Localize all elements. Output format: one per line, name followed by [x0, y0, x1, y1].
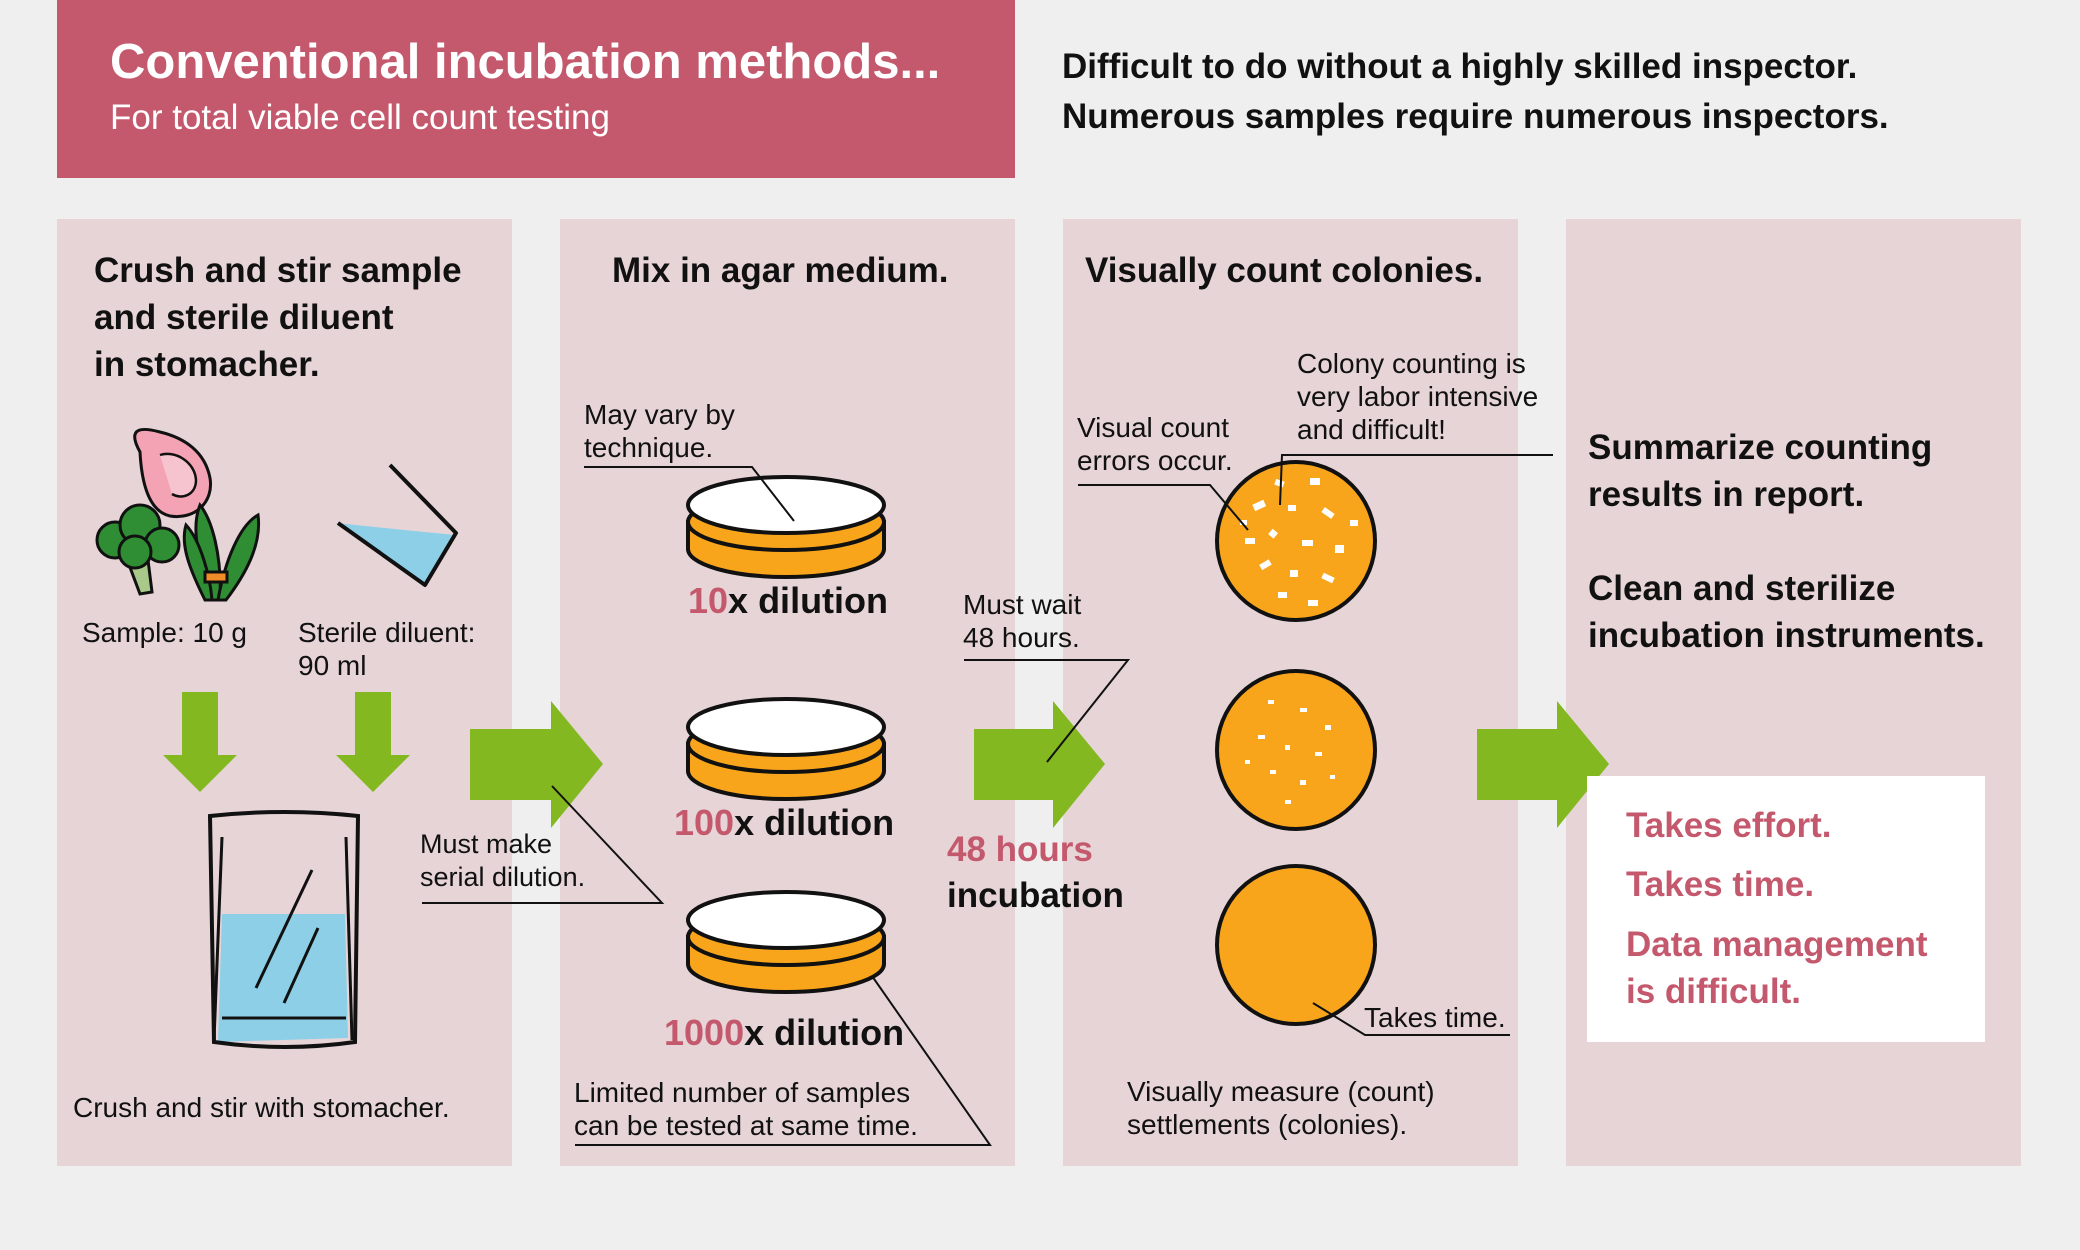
dilution-label-10x: 10x dilution	[688, 580, 888, 622]
step3-caption-line-2: settlements (colonies).	[1127, 1109, 1408, 1140]
dilution-label-1000x: 1000x dilution	[664, 1012, 904, 1054]
panel-step-2	[560, 219, 1015, 1166]
step3-title: Visually count colonies.	[1085, 251, 1484, 290]
result-time: Takes time.	[1626, 865, 1815, 904]
incubation-hours: 48 hours	[947, 830, 1093, 869]
dilution-suffix-1000x: x dilution	[744, 1012, 905, 1053]
step3-caption: Visually measure (count) settlements (co…	[1127, 1075, 1435, 1141]
diluent-label-line-1: Sterile diluent:	[298, 617, 476, 648]
wait-note: Must wait 48 hours.	[963, 588, 1081, 654]
leader-lines	[422, 454, 1553, 1146]
colony-plate-empty	[1215, 864, 1377, 1026]
incubation-label: incubation	[947, 876, 1124, 915]
clean-line-2: incubation instruments.	[1588, 616, 1985, 655]
labor-note-line-1: Colony counting is	[1297, 348, 1526, 379]
labor-note-line-2: very labor intensive	[1297, 381, 1539, 412]
petri-dish-10x	[686, 475, 886, 579]
dilution-suffix-100x: x dilution	[734, 802, 895, 843]
summary-text: Summarize counting results in report.	[1588, 424, 1932, 518]
step1-title-line-3: in stomacher.	[94, 345, 320, 384]
step3-caption-line-1: Visually measure (count)	[1127, 1076, 1435, 1107]
diluent-label: Sterile diluent: 90 ml	[298, 616, 475, 682]
technique-note: May vary by technique.	[584, 398, 735, 464]
serial-dilution-note: Must make serial dilution.	[420, 828, 585, 894]
page-title: Conventional incubation methods...	[110, 35, 941, 89]
arrow-down-diluent	[336, 692, 410, 792]
header-note-line-1: Difficult to do without a highly skilled…	[1062, 47, 1858, 86]
arrow-down-sample	[163, 692, 237, 792]
visual-errors-note: Visual count errors occur.	[1077, 411, 1233, 477]
result-effort: Takes effort.	[1626, 806, 1832, 845]
step1-title-line-2: and sterile diluent	[94, 298, 394, 337]
summary-line-1: Summarize counting	[1588, 428, 1933, 467]
visual-errors-line-1: Visual count	[1077, 412, 1230, 443]
wait-note-line-2: 48 hours.	[963, 622, 1080, 653]
sample-label: Sample: 10 g	[82, 617, 247, 648]
header-note-line-2: Numerous samples require numerous inspec…	[1062, 97, 1889, 136]
dilution-number-100x: 100	[674, 802, 735, 843]
visual-errors-line-2: errors occur.	[1077, 445, 1233, 476]
dilution-suffix-10x: x dilution	[728, 580, 889, 621]
limited-samples-line-1: Limited number of samples	[574, 1077, 911, 1108]
spinach-icon	[182, 502, 261, 602]
labor-note: Colony counting is very labor intensive …	[1297, 347, 1538, 446]
colony-plate-few	[1215, 669, 1377, 831]
arrow-right-1	[470, 701, 603, 828]
step1-title: Crush and stir sample and sterile diluen…	[94, 247, 462, 388]
technique-note-line-1: May vary by	[584, 399, 735, 430]
meat-icon	[133, 427, 213, 519]
beaker-icon	[336, 463, 458, 587]
header-banner	[57, 0, 1015, 178]
labor-note-line-3: and difficult!	[1297, 414, 1446, 445]
serial-dilution-line-2: serial dilution.	[420, 862, 586, 892]
header-note: Difficult to do without a highly skilled…	[1062, 42, 1889, 142]
dilution-number-10x: 10	[688, 580, 729, 621]
colony-plate-many	[1215, 460, 1377, 622]
diluent-label-line-2: 90 ml	[298, 650, 367, 681]
limited-samples-note: Limited number of samples can be tested …	[574, 1076, 918, 1142]
clean-text: Clean and sterilize incubation instrumen…	[1588, 565, 1985, 659]
results-box	[1587, 776, 1985, 1042]
petri-dish-100x	[686, 697, 886, 801]
technique-note-line-2: technique.	[584, 432, 714, 463]
takes-time-note: Takes time.	[1364, 1002, 1506, 1033]
stomacher-bag-icon	[207, 810, 361, 1049]
summary-line-2: results in report.	[1588, 475, 1865, 514]
clean-line-1: Clean and sterilize	[1588, 569, 1896, 608]
step1-title-line-1: Crush and stir sample	[94, 251, 462, 290]
result-difficult: is difficult.	[1626, 972, 1801, 1011]
petri-dish-1000x	[686, 890, 886, 994]
result-data-management: Data management	[1626, 925, 1928, 964]
arrow-right-2	[974, 701, 1105, 828]
broccoli-icon	[95, 503, 181, 596]
page-subtitle: For total viable cell count testing	[110, 98, 610, 137]
limited-samples-line-2: can be tested at same time.	[574, 1110, 918, 1141]
dilution-number-1000x: 1000	[664, 1012, 745, 1053]
step2-title: Mix in agar medium.	[612, 251, 949, 290]
serial-dilution-line-1: Must make	[420, 829, 553, 859]
dilution-label-100x: 100x dilution	[674, 802, 894, 844]
arrow-right-3	[1477, 701, 1609, 828]
step1-caption: Crush and stir with stomacher.	[73, 1092, 450, 1123]
wait-note-line-1: Must wait	[963, 589, 1082, 620]
